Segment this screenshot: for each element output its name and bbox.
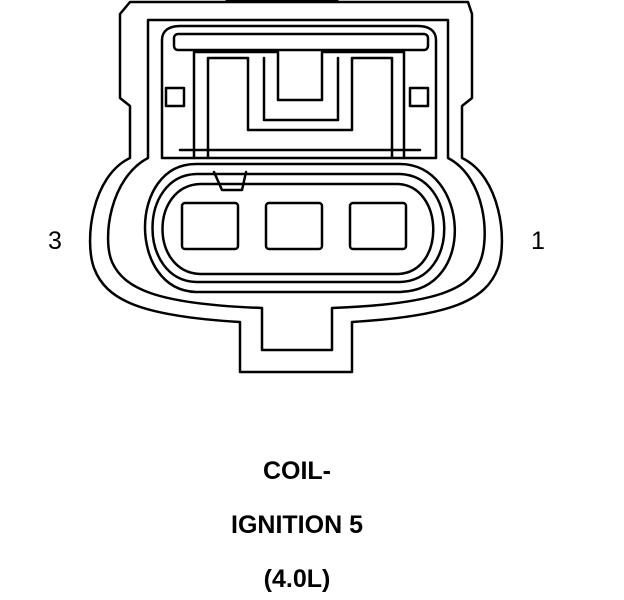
terminal-cavities bbox=[180, 201, 408, 251]
connector-housing-outline bbox=[88, 0, 504, 374]
terminal-cavity bbox=[180, 201, 240, 251]
mating-face-outer bbox=[143, 162, 457, 294]
mating-face-inner bbox=[151, 172, 446, 284]
pin-label-3: 3 bbox=[48, 227, 62, 255]
pin-label-1: 1 bbox=[531, 227, 545, 255]
terminal-cavity bbox=[348, 201, 408, 251]
caption-engine-variant: (4.0L) bbox=[263, 565, 331, 593]
caption-component-name: COIL- bbox=[262, 457, 332, 485]
terminal-cavity bbox=[264, 201, 324, 251]
locking-latch bbox=[160, 24, 438, 160]
caption-circuit-name: IGNITION 5 bbox=[231, 511, 363, 539]
polarizing-key bbox=[212, 170, 248, 192]
mating-face-cavity-wall bbox=[161, 182, 435, 276]
connector-housing-inner-outline bbox=[106, 18, 486, 352]
